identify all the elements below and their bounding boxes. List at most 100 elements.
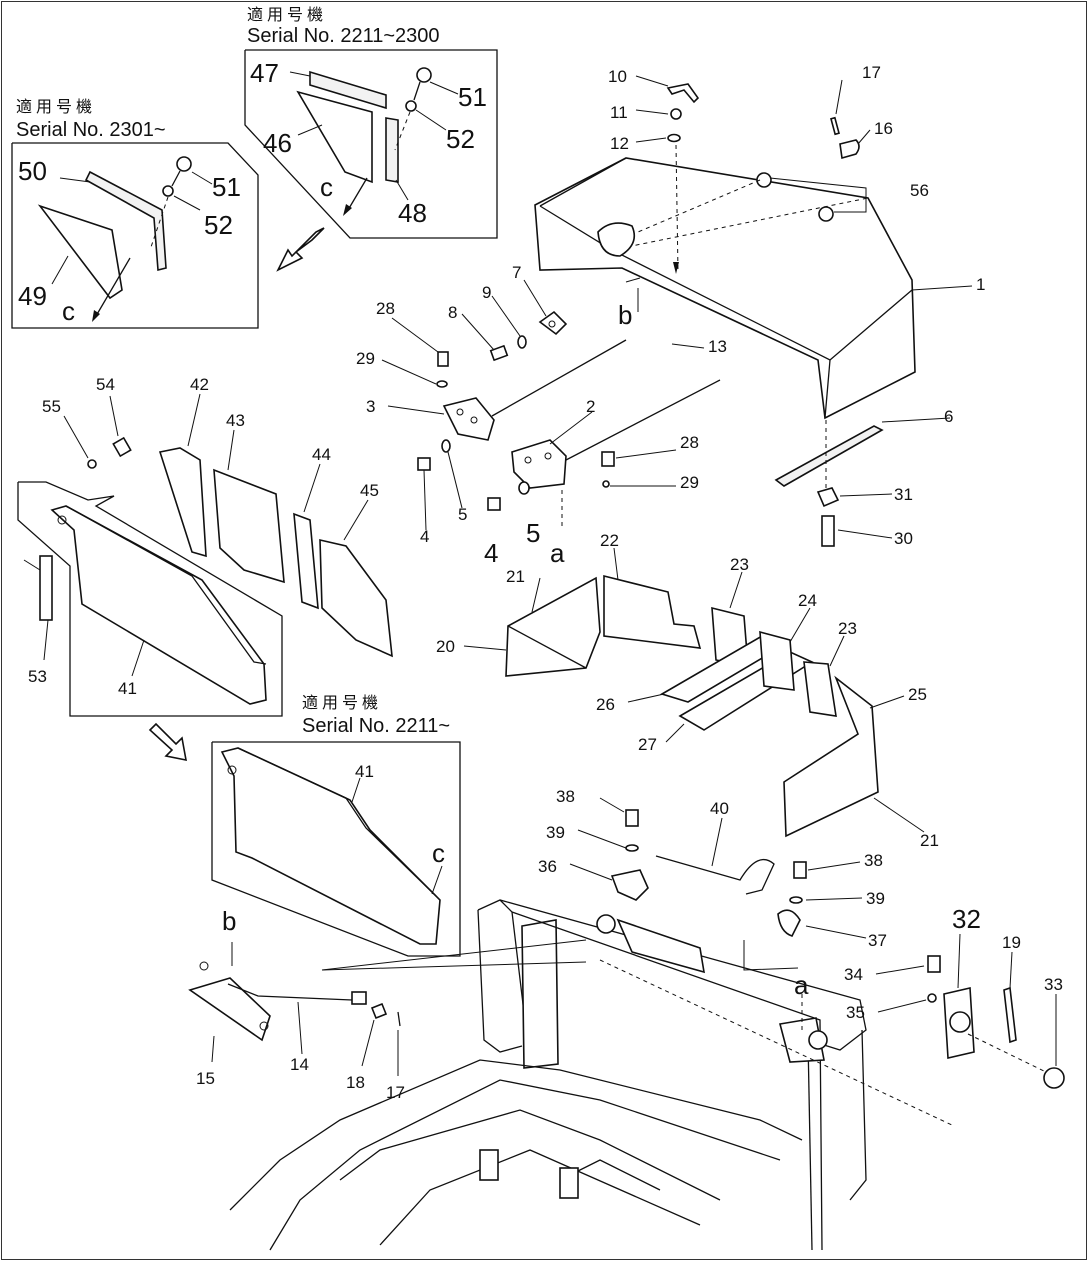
part-53-strip bbox=[39, 555, 53, 621]
callout-16: 16 bbox=[874, 119, 893, 138]
callout-9: 9 bbox=[482, 283, 491, 302]
part-36-bracket bbox=[610, 869, 649, 901]
inset-a-serial-label: Serial No. 2211~2300 bbox=[247, 25, 440, 47]
part-6-bar bbox=[774, 425, 884, 487]
callout-43: 43 bbox=[226, 411, 245, 430]
callout-48: 48 bbox=[398, 198, 427, 228]
part-25-21-panel bbox=[783, 675, 879, 838]
callout-29-b: 29 bbox=[680, 473, 699, 492]
left-panel-assembly bbox=[17, 393, 393, 717]
part-19-pin bbox=[1003, 986, 1017, 1044]
callout-5-b: 5 bbox=[526, 518, 540, 548]
cover-handle-recess bbox=[597, 222, 636, 257]
callout-3: 3 bbox=[366, 397, 375, 416]
callout-18: 18 bbox=[346, 1073, 365, 1092]
callout-23-b: 23 bbox=[838, 619, 857, 638]
callout-15: 15 bbox=[196, 1069, 215, 1088]
part-31-nut bbox=[816, 487, 840, 508]
part-54-screw bbox=[112, 436, 132, 458]
part-39-washer-b bbox=[789, 896, 803, 904]
callout-14: 14 bbox=[290, 1055, 309, 1074]
part-17-pin-top bbox=[830, 116, 840, 136]
part-29-washer-b bbox=[602, 480, 610, 488]
part-11-nut bbox=[670, 108, 682, 120]
callout-8: 8 bbox=[448, 303, 457, 322]
callout-23-a: 23 bbox=[730, 555, 749, 574]
callout-51-a: 51 bbox=[458, 82, 487, 112]
callout-29-a: 29 bbox=[356, 349, 375, 368]
part-15-plate bbox=[188, 977, 271, 1042]
part-17-pin-bottom bbox=[397, 1011, 401, 1027]
part-14-rod bbox=[227, 983, 353, 1001]
inset-c-border bbox=[211, 741, 461, 957]
part-39-washer-a bbox=[625, 844, 639, 852]
part-8-bolt bbox=[489, 344, 509, 362]
letter-c-b: c bbox=[62, 296, 75, 326]
letter-c-c: c bbox=[432, 838, 445, 868]
part-13-pin bbox=[671, 343, 705, 349]
callout-36: 36 bbox=[538, 857, 557, 876]
callout-41-a: 41 bbox=[118, 679, 137, 698]
letter-a-top: a bbox=[550, 538, 565, 568]
right-hardware bbox=[774, 285, 973, 547]
bolt-51-shank bbox=[413, 81, 421, 101]
callout-4-a: 4 bbox=[420, 527, 429, 546]
part-5-washer-a bbox=[441, 439, 451, 453]
part-16-cap bbox=[839, 139, 860, 160]
callout-5-a: 5 bbox=[458, 505, 467, 524]
part-2-hinge bbox=[511, 439, 567, 489]
top-hardware bbox=[635, 75, 871, 274]
callout-37: 37 bbox=[868, 931, 887, 950]
callout-22: 22 bbox=[600, 531, 619, 550]
part-20-base bbox=[505, 576, 601, 677]
callout-42: 42 bbox=[190, 375, 209, 394]
part-1-top-cover bbox=[534, 157, 916, 420]
left-panel-border bbox=[17, 481, 283, 717]
inset-c-serial-label: Serial No. 2211~ bbox=[302, 715, 450, 737]
part-4-bolt-b bbox=[487, 497, 501, 511]
callout-53: 53 bbox=[28, 667, 47, 686]
letter-b-bottom: b bbox=[222, 906, 236, 936]
inset-a-centerline bbox=[394, 111, 411, 151]
part-40-rod bbox=[655, 855, 775, 895]
part-50-bar bbox=[84, 170, 167, 272]
callout-31: 31 bbox=[894, 485, 913, 504]
bolt-51-head bbox=[416, 67, 432, 83]
bolt-51-b-head bbox=[176, 156, 192, 172]
inset-a-border bbox=[244, 49, 498, 239]
part-5-washer-b bbox=[518, 481, 530, 495]
part-41-panel-alt bbox=[220, 747, 441, 945]
part-10-clip bbox=[666, 83, 700, 104]
callout-20: 20 bbox=[436, 637, 455, 656]
callout-7: 7 bbox=[512, 263, 521, 282]
callouts: 10 11 12 17 16 56 1 7 9 8 b 13 28 29 3 2… bbox=[28, 63, 1063, 1102]
callout-46: 46 bbox=[263, 128, 292, 158]
inset-b-serial-label: Serial No. 2301~ bbox=[16, 119, 166, 141]
callout-45: 45 bbox=[360, 481, 379, 500]
callout-19: 19 bbox=[1002, 933, 1021, 952]
part-44-strip bbox=[293, 512, 319, 610]
callout-11: 11 bbox=[610, 103, 628, 122]
inset-b-border bbox=[11, 142, 259, 329]
part-22-panel bbox=[603, 574, 702, 649]
callout-27: 27 bbox=[638, 735, 657, 754]
inset-b-jp-label: 適用号機 bbox=[16, 98, 96, 116]
part-55-nut bbox=[87, 459, 97, 469]
part-34-bolt bbox=[927, 955, 941, 973]
part-3-hinge bbox=[442, 397, 495, 441]
letter-c-a: c bbox=[320, 172, 333, 202]
callout-38-a: 38 bbox=[556, 787, 575, 806]
middle-panels bbox=[463, 547, 925, 838]
callout-30: 30 bbox=[894, 529, 913, 548]
inset-c-jp-label: 適用号機 bbox=[302, 694, 382, 712]
callout-51-b: 51 bbox=[212, 172, 241, 202]
inset-serial-2211: 適用号機 Serial No. 2211~ 41 c bbox=[211, 694, 461, 957]
part-46-plate bbox=[296, 90, 373, 184]
arrow-c-line-a bbox=[347, 177, 368, 211]
callout-52-a: 52 bbox=[446, 124, 475, 154]
callout-41-b: 41 bbox=[355, 762, 374, 781]
part-28-bolt-a bbox=[437, 351, 449, 367]
part-45-panel bbox=[319, 538, 393, 658]
callout-28-b: 28 bbox=[680, 433, 699, 452]
callout-38-b: 38 bbox=[864, 851, 883, 870]
